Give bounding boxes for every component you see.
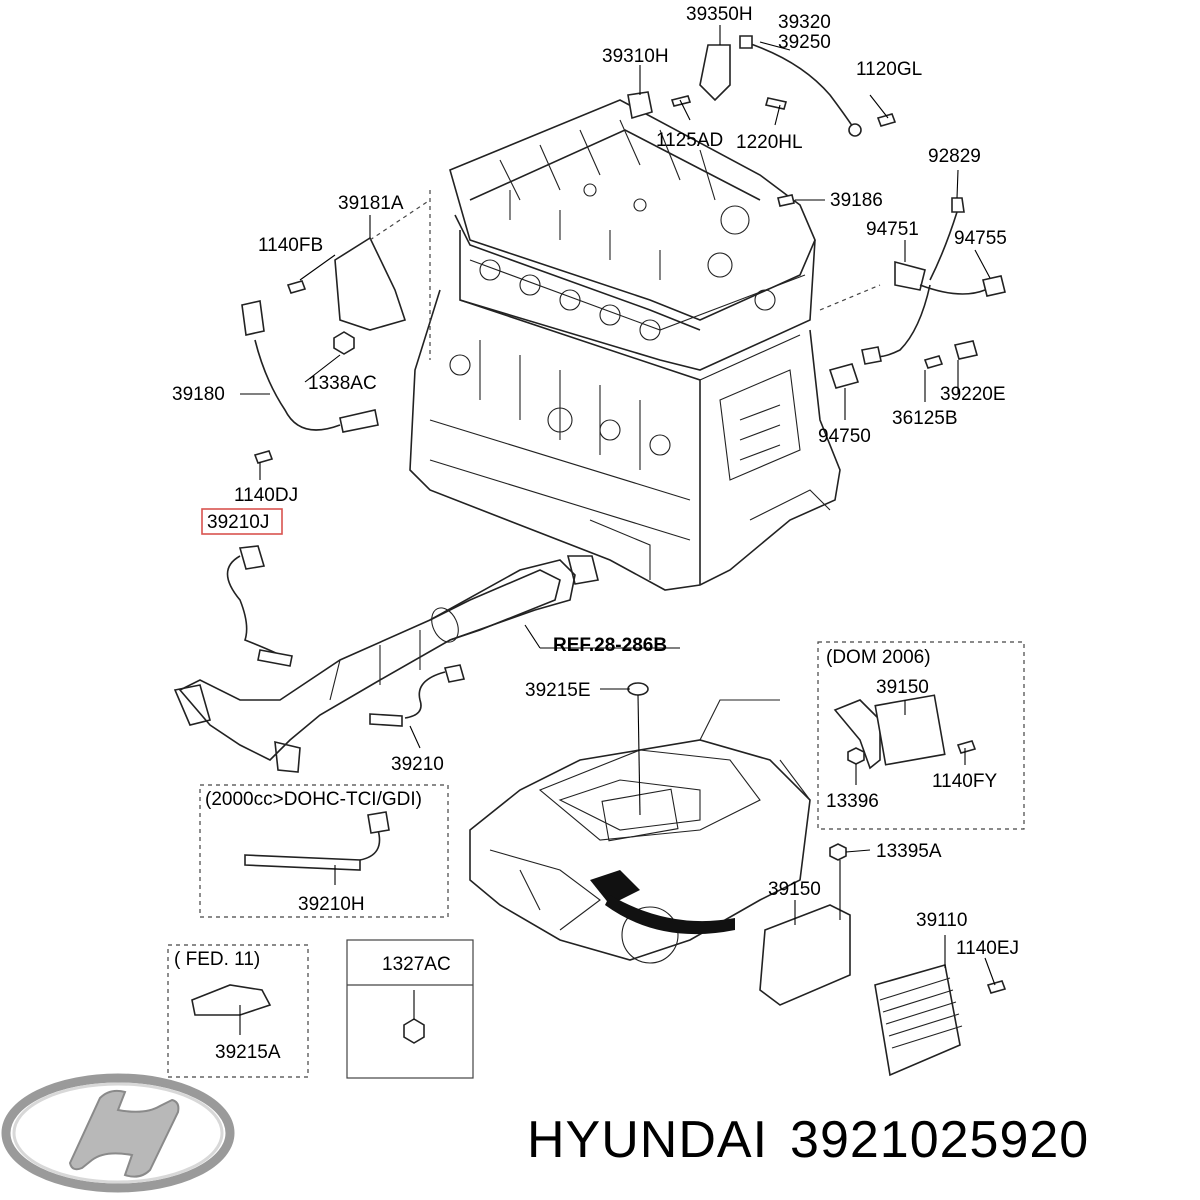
label-92829: 92829 bbox=[928, 146, 981, 167]
label-94751: 94751 bbox=[866, 219, 919, 240]
dom-2006-box bbox=[817, 641, 1025, 830]
label-fed-11: ( FED. 11) bbox=[174, 949, 260, 970]
exhaust-drawing bbox=[173, 555, 599, 773]
label-ref-28-286b: REF.28-286B bbox=[553, 635, 667, 656]
label-39210: 39210 bbox=[391, 754, 444, 775]
label-1140fb: 1140FB bbox=[258, 235, 323, 256]
label-39110: 39110 bbox=[916, 910, 967, 931]
leader-lines bbox=[239, 25, 996, 1035]
label-39180: 39180 bbox=[172, 384, 225, 405]
label-13396: 13396 bbox=[826, 791, 879, 812]
label-39350h: 39350H bbox=[686, 4, 753, 25]
label-1338ac: 1338AC bbox=[308, 373, 377, 394]
label-1220hl: 1220HL bbox=[736, 132, 803, 153]
label-13395a: 13395A bbox=[876, 841, 942, 862]
label-94755: 94755 bbox=[954, 228, 1007, 249]
label-39220e: 39220E bbox=[940, 384, 1006, 405]
caption: HYUNDAI 3921025920 bbox=[527, 1110, 1111, 1170]
engine-drawing bbox=[409, 99, 841, 591]
label-39250: 39250 bbox=[778, 32, 831, 53]
label-1140fy: 1140FY bbox=[932, 771, 997, 792]
label-1125ad: 1125AD bbox=[656, 130, 723, 151]
label-dohc: (2000cc>DOHC-TCI/GDI) bbox=[205, 789, 422, 810]
label-39320: 39320 bbox=[778, 12, 831, 33]
hyundai-logo bbox=[1, 1073, 235, 1193]
label-39215e: 39215E bbox=[525, 680, 591, 701]
label-39210j: 39210J bbox=[207, 512, 269, 533]
caption-part-number: 3921025920 bbox=[790, 1111, 1090, 1169]
label-1120gl: 1120GL bbox=[856, 59, 922, 80]
label-1140ej: 1140EJ bbox=[956, 938, 1019, 959]
label-39150-bottom: 39150 bbox=[768, 879, 821, 900]
highlight-box-39210j bbox=[201, 508, 283, 535]
label-1327ac: 1327AC bbox=[382, 954, 451, 975]
caption-brand: HYUNDAI bbox=[527, 1111, 769, 1169]
label-39310h: 39310H bbox=[602, 46, 669, 67]
label-dom-2006: (DOM 2006) bbox=[826, 647, 931, 668]
car-drawing bbox=[469, 699, 811, 964]
label-94750: 94750 bbox=[818, 426, 871, 447]
parts-drawing bbox=[226, 35, 1007, 994]
label-39186: 39186 bbox=[830, 190, 883, 211]
dohc-box bbox=[199, 784, 449, 918]
label-39181a: 39181A bbox=[338, 193, 404, 214]
label-39215a: 39215A bbox=[215, 1042, 281, 1063]
label-39210h: 39210H bbox=[298, 894, 365, 915]
label-1140dj: 1140DJ bbox=[234, 485, 298, 506]
label-36125b: 36125B bbox=[892, 408, 958, 429]
label-39150-top: 39150 bbox=[876, 677, 929, 698]
